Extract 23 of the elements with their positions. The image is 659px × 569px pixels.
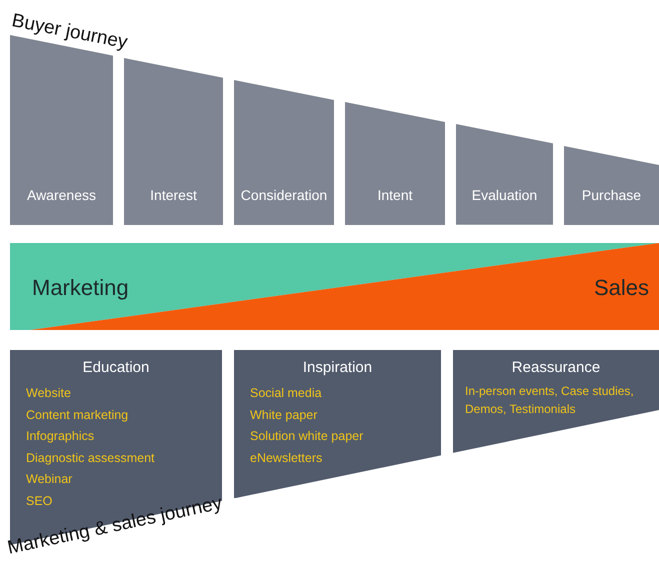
channel-item: eNewsletters [250, 450, 322, 464]
stage-label: Purchase [580, 186, 642, 203]
stage-label: Consideration [240, 186, 328, 203]
panel-heading: Education [82, 359, 150, 376]
channel-item: In-person events, Case studies, Demos, Testimonials [465, 383, 635, 418]
channel-item: White paper [250, 408, 318, 422]
stage-label: Evaluation [470, 186, 538, 203]
channel-item: Solution white paper [250, 429, 364, 443]
channel-item: SEO [26, 494, 52, 508]
panel-heading: Inspiration [302, 359, 374, 376]
stage-label: Intent [376, 187, 414, 203]
channel-item: Social media [250, 386, 322, 400]
stage-label: Interest [149, 186, 198, 203]
channel-item: Content marketing [26, 408, 128, 422]
channel-item: Webinar [26, 472, 72, 486]
channel-item: Infographics [26, 429, 94, 443]
stage-label: Awareness [26, 187, 97, 203]
heading-label: Buyer journey [10, 10, 130, 54]
channel-item: Website [26, 386, 71, 400]
band-label: Marketing [32, 275, 129, 301]
channel-item: Diagnostic assessment [26, 450, 155, 464]
panel-heading: Reassurance [510, 359, 602, 376]
band-label: Sales [594, 275, 649, 301]
